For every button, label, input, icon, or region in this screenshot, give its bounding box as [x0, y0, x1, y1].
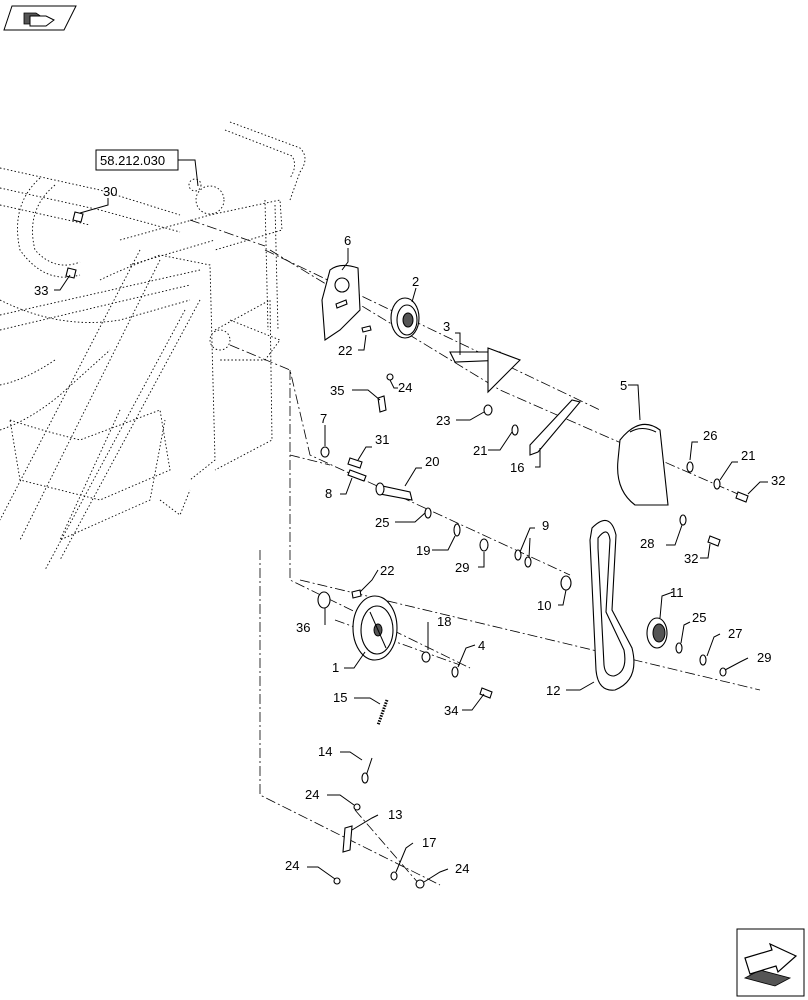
header-frame-structure [0, 121, 306, 571]
callout-33: 33 [34, 283, 48, 298]
callout-8: 8 [325, 486, 332, 501]
part-13-bracket [342, 825, 353, 853]
reference-link[interactable]: 58.212.030 [95, 149, 199, 187]
callout-24b: 24 [305, 787, 319, 802]
callout-9: 9 [542, 518, 549, 533]
callout-29b: 29 [757, 650, 771, 665]
callout-3: 3 [443, 319, 450, 334]
callout-16: 16 [510, 460, 524, 475]
callout-29a: 29 [455, 560, 469, 575]
callout-26: 26 [703, 428, 717, 443]
part-6-plate [321, 264, 361, 341]
callout-18: 18 [437, 614, 451, 629]
part-30-bolt [72, 211, 84, 223]
part-21-washer [511, 424, 519, 436]
leader-lines [54, 198, 768, 883]
callout-25a: 25 [375, 515, 389, 530]
part-22-pin-b [351, 589, 362, 599]
callout-21a: 21 [473, 443, 487, 458]
assembly-axis-lines [189, 219, 761, 886]
part-14-eye-bolt [361, 757, 373, 784]
callout-24d: 24 [455, 861, 469, 876]
part-21-washer-b [713, 478, 721, 490]
part-24-pin [386, 373, 394, 381]
part-18-washer [421, 651, 431, 663]
part-1-hand-wheel [352, 595, 398, 661]
callout-14: 14 [318, 744, 332, 759]
part-2-pulley [390, 297, 420, 339]
part-28-washer [679, 514, 687, 526]
part-23-nut [483, 404, 493, 416]
folder-back-icon[interactable] [3, 5, 77, 31]
part-7-washer [320, 446, 330, 458]
part-16-support [529, 399, 581, 456]
part-34-bolt [479, 687, 493, 699]
callout-24a: 24 [398, 380, 412, 395]
part-4-washer [451, 666, 459, 678]
part-31-bolt [347, 457, 363, 469]
part-22-pin [361, 325, 372, 333]
callout-6: 6 [344, 233, 351, 248]
part-5-guard [617, 423, 669, 506]
part-24-nut-c [333, 877, 341, 885]
part-20-shaft-end [375, 482, 385, 496]
part-8-pin [347, 469, 367, 482]
callout-22b: 22 [380, 563, 394, 578]
part-26-washer [686, 461, 694, 473]
callout-35: 35 [330, 383, 344, 398]
part-24-nut-d [415, 879, 425, 889]
callout-25b: 25 [692, 610, 706, 625]
callout-32b: 32 [684, 551, 698, 566]
callout-numbers: 30 33 6 2 22 3 24 35 23 21 16 5 26 21 32… [34, 184, 785, 876]
part-15-spring [376, 699, 389, 726]
callout-19: 19 [416, 543, 430, 558]
callout-11: 11 [670, 585, 684, 600]
part-10-bushing [560, 575, 572, 591]
part-9-washer-b [524, 556, 532, 568]
part-11-pulley [646, 617, 668, 649]
part-25-washer-b [675, 642, 683, 654]
part-12-belt [589, 519, 635, 691]
callout-22a: 22 [338, 343, 352, 358]
callout-20: 20 [425, 454, 439, 469]
part-29-nut-b [719, 667, 727, 677]
part-17-washer [390, 871, 398, 881]
callout-24c: 24 [285, 858, 299, 873]
callout-2: 2 [412, 274, 419, 289]
callout-12: 12 [546, 683, 560, 698]
callout-17: 17 [422, 835, 436, 850]
callout-10: 10 [537, 598, 551, 613]
callout-30: 30 [103, 184, 117, 199]
part-35-pin [377, 395, 387, 413]
callout-13: 13 [388, 807, 402, 822]
part-3-bracket [449, 347, 521, 394]
part-27-washer [699, 654, 707, 666]
callout-4: 4 [478, 638, 485, 653]
callout-5: 5 [620, 378, 627, 393]
part-32-bolt [735, 491, 749, 503]
callout-21b: 21 [741, 448, 755, 463]
reference-label[interactable]: 58.212.030 [100, 153, 165, 168]
part-36-ring [317, 591, 331, 609]
part-25-washer [424, 507, 432, 519]
callout-34: 34 [444, 703, 458, 718]
callout-31: 31 [375, 432, 389, 447]
callout-15: 15 [333, 690, 347, 705]
callout-28: 28 [640, 536, 654, 551]
callout-36: 36 [296, 620, 310, 635]
callout-1: 1 [332, 660, 339, 675]
callout-27: 27 [728, 626, 742, 641]
next-page-arrow-icon[interactable] [736, 928, 805, 997]
part-32-bolt-b [707, 535, 721, 547]
part-29-nut [479, 538, 489, 552]
part-19-washer [453, 523, 461, 537]
callout-7: 7 [320, 411, 327, 426]
callout-32a: 32 [771, 473, 785, 488]
part-9-washer-a [514, 549, 522, 561]
callout-23: 23 [436, 413, 450, 428]
part-24-nut-b [353, 803, 361, 811]
part-33-bolt [65, 267, 77, 279]
